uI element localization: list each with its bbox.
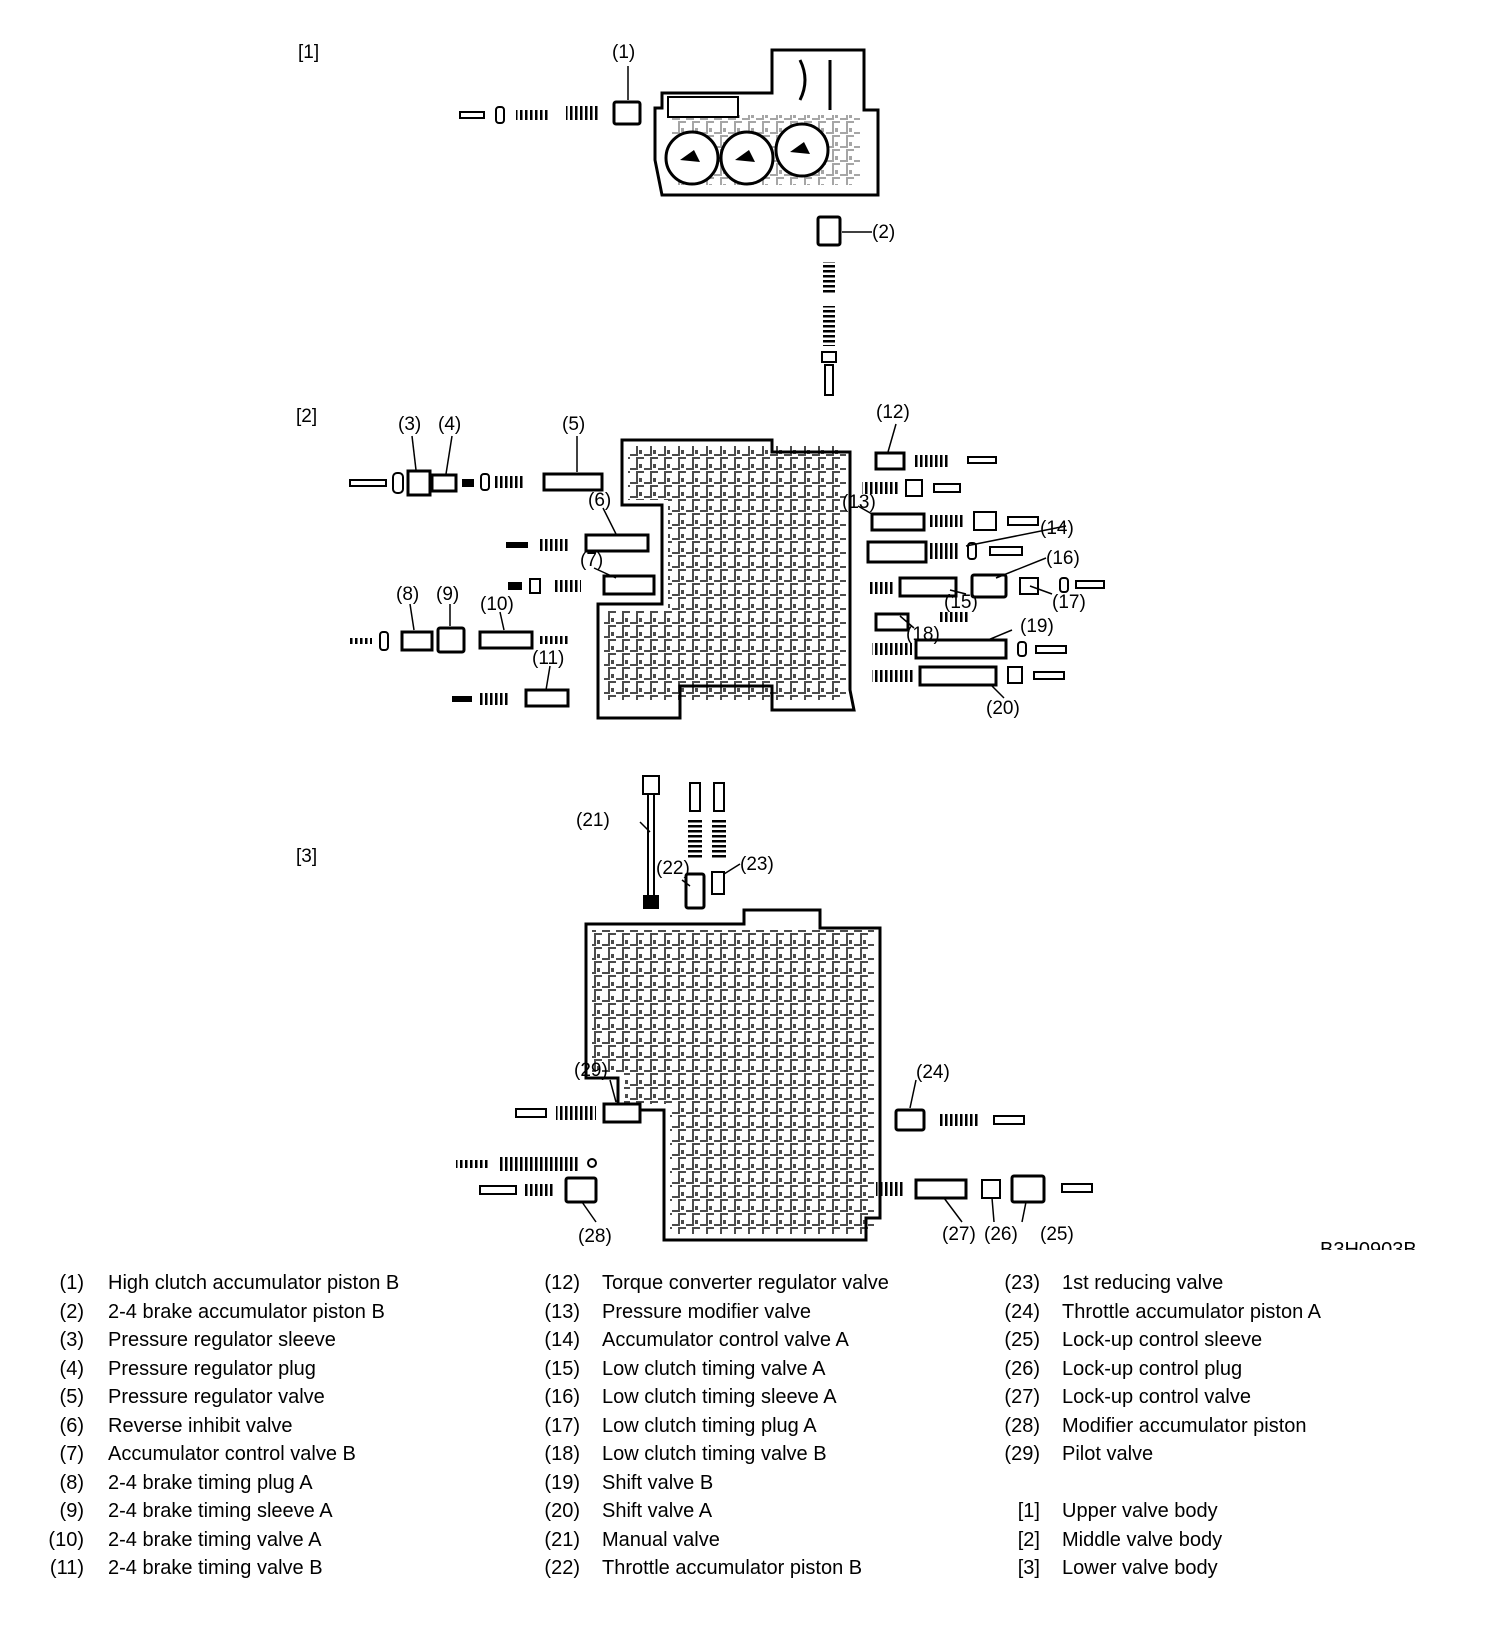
callout-20: (20): [986, 698, 1020, 719]
lower-side-parts: [456, 1102, 1093, 1204]
lower-valve-body: [584, 908, 882, 1242]
callout-17: (17): [1052, 592, 1086, 613]
callout-2: (2): [872, 222, 895, 243]
callout-8: (8): [396, 584, 419, 605]
exploded-valve-body-diagram: [1] [2] [3]: [296, 42, 1417, 1250]
figure-code: B3H0903B: [1320, 1239, 1417, 1250]
callout-6: (6): [588, 490, 611, 511]
callout-3: (3): [398, 414, 421, 435]
section-label-2: [2]: [296, 406, 317, 427]
middle-right-parts: [862, 451, 1105, 687]
callout-15: (15): [944, 592, 978, 613]
middle-valve-body: [596, 438, 856, 720]
callout-22: (22): [656, 858, 690, 879]
callout-4: (4): [438, 414, 461, 435]
callout-1: (1): [612, 42, 635, 63]
callout-26: (26): [984, 1224, 1018, 1245]
middle-left-parts: [349, 469, 656, 708]
callout-9: (9): [436, 584, 459, 605]
upper-valve-body: [653, 48, 880, 197]
callout-7: (7): [580, 550, 603, 571]
vertical-part-2-stack: [816, 215, 842, 396]
lower-top-parts: [642, 775, 726, 910]
callout-13: (13): [842, 492, 876, 513]
callout-16: (16): [1046, 548, 1080, 569]
callout-14: (14): [1040, 518, 1074, 539]
callout-24: (24): [916, 1062, 950, 1083]
callout-11: (11): [532, 648, 564, 669]
section-label-1: [1]: [298, 42, 319, 63]
callout-27: (27): [942, 1224, 976, 1245]
parts-legend: (1)High clutch accumulator piston B (2)2…: [48, 1272, 1322, 1579]
callout-12: (12): [876, 402, 910, 423]
leader-lines: [409, 66, 1067, 1223]
callout-28: (28): [578, 1226, 612, 1247]
callout-19: (19): [1020, 616, 1054, 637]
callout-5: (5): [562, 414, 585, 435]
callout-23: (23): [740, 854, 774, 875]
section-label-3: [3]: [296, 846, 317, 867]
callout-29: (29): [574, 1060, 608, 1081]
callout-10: (10): [480, 594, 514, 615]
callout-25: (25): [1040, 1224, 1074, 1245]
upper-row-parts: [459, 100, 642, 126]
callout-21: (21): [576, 810, 610, 831]
callout-18: (18): [906, 624, 940, 645]
